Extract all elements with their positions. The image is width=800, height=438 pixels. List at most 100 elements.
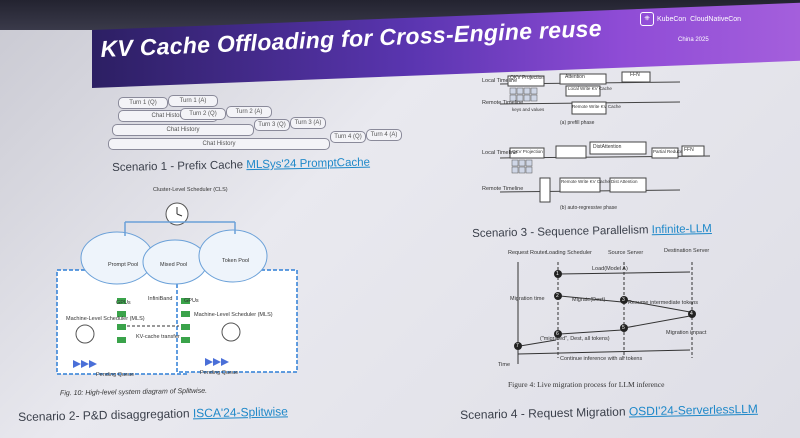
resume-arrow [623, 299, 691, 313]
chat-history-2: Chat History [112, 124, 254, 136]
kv-transfer-label: KV-cache transfer [136, 334, 180, 340]
step-2-number: 2 [556, 293, 559, 299]
local-write-label: Local Write KV Cache [568, 86, 612, 91]
scenario2-reference-link[interactable]: ISCA'24-Splitwise [192, 404, 289, 421]
step-3-number: 3 [622, 297, 625, 303]
migrate-arrow [559, 295, 623, 303]
infinite-llm-diagram [499, 71, 711, 203]
scenario1-reference-link[interactable]: MLSys'24 PromptCache [246, 156, 371, 172]
reduce-label: Partial Reduce [653, 149, 683, 154]
prompt-pool-label: Prompt Pool [108, 262, 139, 268]
left-machine-box [56, 269, 188, 375]
step-7-number: 7 [516, 343, 519, 349]
pending-queue-left-label: Pending Queue [96, 372, 135, 378]
scenario4-caption: Scenario 4 - Request Migration OSDI'24-S… [460, 402, 758, 422]
pending-queue-right-label: Pending Queue [200, 370, 239, 376]
resume-step-label: Resume intermediate tokens [628, 300, 699, 306]
migrated-arrow [559, 329, 623, 335]
step-6-number: 6 [556, 331, 559, 337]
attention-label: Attention [565, 74, 585, 80]
return-arrow [623, 315, 691, 329]
gpus-right-label: GPUs [184, 298, 199, 304]
continue-arrow [517, 349, 691, 355]
decode-kv-grid [511, 159, 533, 174]
gpus-left-label: GPUs [116, 300, 131, 306]
col-source-server: Source Server [608, 250, 644, 256]
migrated-step-label: ("migrated", Dest, all tokens) [540, 336, 610, 342]
turn-3a: Turn 3 (A) [290, 117, 326, 129]
migration-sequence-diagram [514, 262, 696, 364]
scenario3-caption: Scenario 3 - Sequence Parallelism Infini… [472, 223, 712, 240]
local-timeline-label: Local Timeline [482, 78, 518, 84]
turn-4a: Turn 4 (A) [366, 129, 402, 141]
kubecon-label: KubeCon [657, 15, 687, 23]
time-axis-label: Time [498, 362, 511, 368]
scenario1-caption: Scenario 1 - Prefix Cache MLSys'24 Promp… [112, 157, 370, 174]
decode-caption: (b) auto-regressive phase [560, 205, 617, 211]
mls-right-label: Machine-Level Scheduler (MLS) [194, 312, 273, 318]
prefill-caption: (a) prefill phase [560, 120, 595, 126]
step-1-number: 1 [556, 271, 559, 277]
notify-arrow [519, 339, 557, 347]
pending-queue-right-arrows [205, 358, 229, 366]
decode-qkv-label: QKV Projection [512, 149, 543, 154]
scenario4-label: Scenario 4 - Request Migration [460, 404, 626, 422]
partial-attention-label: Dist Attention [611, 179, 638, 184]
continue-step-label: Continue inference with all tokens [560, 356, 643, 362]
pending-queue-left-arrows [73, 360, 97, 368]
kubecon-logo-icon: ⎈ [640, 12, 654, 26]
col-destination-server: Destination Server [664, 248, 710, 254]
ffn-label: FFN [630, 72, 640, 78]
migration-time-label: Migration time [510, 296, 545, 302]
right-machine-box [176, 269, 298, 373]
turn-1q: Turn 1 (Q) [118, 97, 168, 109]
migrate-step-label: Migrate(Dest) [572, 297, 606, 303]
turn-1a: Turn 1 (A) [168, 95, 218, 107]
turn-3q: Turn 3 (Q) [254, 119, 290, 131]
splitwise-figure-caption: Fig. 10: High-level system diagram of Sp… [59, 387, 208, 398]
col-request-router: Request Router [508, 250, 547, 256]
dist-attention-label: DistAttention [593, 144, 622, 150]
kv-values-label: keys and values [512, 107, 545, 112]
remote-timeline-label: Remote Timeline [482, 100, 524, 106]
decode-local-timeline-label: Local Timeline [482, 150, 518, 156]
qkv-label: QKV Projection [510, 75, 545, 81]
event-label: China 2025 [678, 37, 709, 43]
col-loading-scheduler: Loading Scheduler [546, 250, 592, 256]
decode-remote-timeline-label: Remote Timeline [482, 186, 524, 192]
migration-figure-caption: Figure 4: Live migration process for LLM… [508, 380, 665, 389]
cloudnativecon-label: CloudNativeCon [690, 15, 742, 23]
mixed-pool-label: Mixed Pool [160, 262, 188, 268]
gpu-icons-left [117, 298, 126, 343]
decode-ffn-label: FFN [684, 147, 694, 153]
gpu-icons-right [181, 298, 190, 343]
scenario3-reference-link[interactable]: Infinite-LLM [651, 222, 712, 237]
step-4-number: 4 [690, 311, 693, 317]
load-step-label: Load(Model A) [592, 266, 628, 272]
scenario2-caption: Scenario 2- P&D disaggregation ISCA'24-S… [18, 404, 288, 424]
step-markers [514, 270, 696, 350]
mls-right-clock-icon [221, 322, 241, 342]
chat-history-3: Chat History [108, 138, 330, 150]
prompt-pool-cloud [80, 231, 154, 285]
prefill-kv-grid [509, 87, 538, 102]
load-arrow [557, 271, 691, 275]
scenario2-label: Scenario 2- P&D disaggregation [18, 406, 190, 424]
mls-left-label: Machine-Level Scheduler (MLS) [66, 316, 145, 322]
token-pool-cloud [198, 229, 268, 283]
turn-4q: Turn 4 (Q) [330, 131, 366, 143]
step-5-number: 5 [622, 325, 625, 331]
cls-label: Cluster-Level Scheduler (CLS) [153, 187, 228, 193]
mls-left-clock-icon [75, 324, 95, 344]
decode-remote-write-label: Remote Write KV Cache [561, 179, 610, 184]
scenario1-label: Scenario 1 - Prefix Cache [112, 159, 244, 174]
remote-write-label: Remote Write KV Cache [572, 104, 621, 109]
splitwise-diagram [56, 202, 298, 375]
migration-impact-label: Migration impact [666, 330, 707, 336]
event-branding: ⎈KubeCon CloudNativeCon China 2025 [640, 12, 742, 43]
scenario4-reference-link[interactable]: OSDI'24-ServerlessLLM [628, 401, 758, 419]
turn-2a: Turn 2 (A) [226, 106, 272, 118]
scenario3-label: Scenario 3 - Sequence Parallelism [472, 224, 649, 240]
token-pool-label: Token Pool [222, 258, 250, 264]
